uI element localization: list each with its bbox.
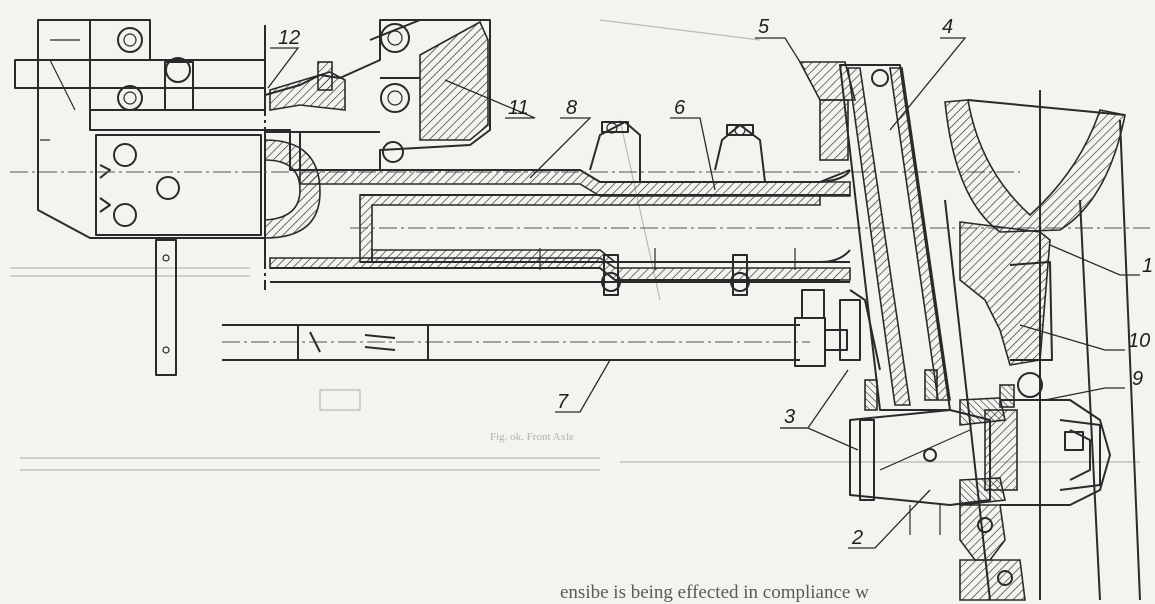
left-frame-bracket [14, 19, 266, 376]
callout-8: 8 [566, 97, 577, 119]
callout-9: 9 [1132, 368, 1143, 390]
callout-10: 10 [1128, 330, 1150, 352]
callout-12: 12 [278, 27, 300, 49]
callout-2: 2 [851, 527, 863, 549]
bleed-bottom-line: ensibe is being effected in compliance w [560, 582, 869, 603]
callout-leaders [267, 37, 1140, 549]
callout-4: 4 [942, 16, 953, 38]
callout-7: 7 [557, 391, 569, 413]
upper-bracket-housing [264, 19, 491, 290]
tie-rod [222, 289, 848, 367]
callout-6: 6 [674, 97, 686, 119]
wheel-hub-and-tire [944, 90, 1141, 601]
callout-11: 11 [508, 97, 529, 119]
bleed-through-ghost-lines: Fig. ok. Front Axle ensibe is being effe… [10, 19, 1140, 603]
steering-knuckle-assembly [798, 61, 991, 535]
callout-1: 1 [1142, 255, 1153, 277]
bleed-caption: Fig. ok. Front Axle [490, 431, 574, 443]
callout-3: 3 [784, 406, 795, 428]
callout-5: 5 [758, 16, 770, 38]
callout-labels: 12 11 8 6 5 4 1 10 9 7 3 2 [278, 16, 1153, 549]
